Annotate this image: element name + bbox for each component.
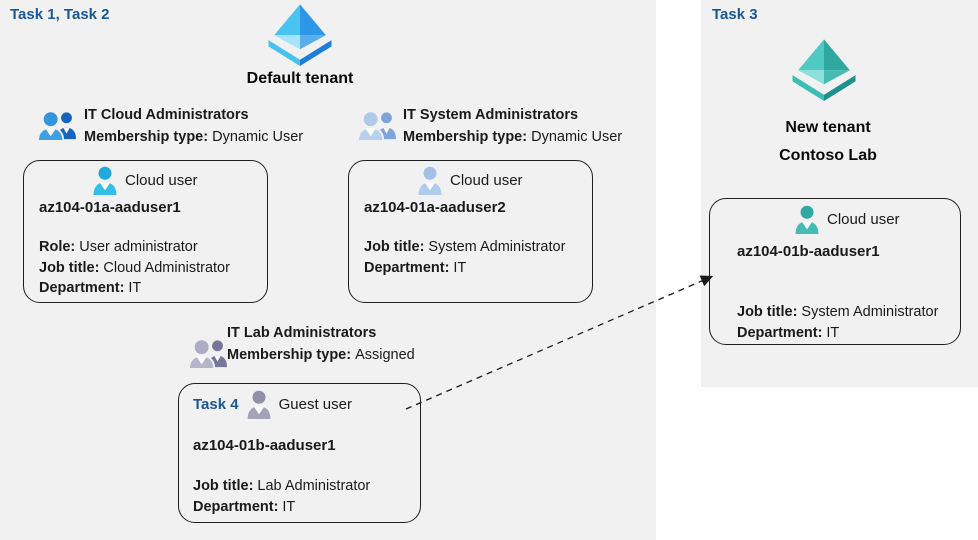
membership-value: Assigned	[355, 347, 415, 363]
field-value: Cloud Administrator	[103, 259, 230, 276]
new-tenant-icon	[792, 39, 856, 101]
group-title-it-lab-admins: IT Lab Administrators	[227, 325, 377, 341]
membership-label: Membership type:	[403, 129, 528, 145]
user-type-label: Cloud user	[125, 172, 198, 189]
cloud-user-icon	[418, 166, 442, 195]
field-value: IT	[826, 324, 840, 341]
user-card-aaduser2: Cloud user az104-01a-aaduser2 Job title:…	[348, 160, 593, 303]
task-4-label: Task 4	[193, 396, 239, 413]
people-group-icon	[38, 110, 76, 141]
field-label: Department:	[364, 259, 450, 276]
field-label: Job title:	[39, 259, 100, 276]
membership-label: Membership type:	[227, 347, 352, 363]
membership-line: Membership type:Dynamic User	[403, 129, 622, 145]
people-group-icon	[358, 110, 396, 141]
field-label: Role:	[39, 239, 76, 255]
field-value: Lab Administrator	[257, 478, 371, 494]
field-value: IT	[128, 280, 142, 296]
field-label: Job title:	[364, 239, 425, 255]
guest-user-icon	[247, 390, 271, 419]
user-name: az104-01b-aaduser1	[193, 437, 336, 454]
user-fields: Job title:System Administrator Departmen…	[737, 302, 938, 343]
user-type-label: Cloud user	[827, 211, 900, 228]
new-tenant-title-line1: New tenant	[785, 119, 871, 136]
user-card-guest-aaduser1: Task 4 Guest user az104-01b-aaduser1 Job…	[178, 383, 421, 523]
user-name: az104-01a-aaduser2	[364, 199, 506, 216]
people-group-icon	[189, 338, 227, 369]
user-type-label: Guest user	[278, 396, 352, 413]
field-label: Department:	[193, 498, 279, 515]
membership-line: Membership type:Assigned	[227, 347, 415, 363]
user-name: az104-01b-aaduser1	[737, 243, 880, 260]
membership-label: Membership type:	[84, 129, 209, 145]
cloud-user-icon	[795, 205, 819, 234]
membership-value: Dynamic User	[212, 129, 304, 145]
new-tenant-panel: Task 3 New tenant Contoso Lab Cloud user…	[701, 0, 978, 387]
field-label: Department:	[39, 280, 125, 296]
field-value: IT	[282, 498, 296, 515]
user-card-aaduser1: Cloud user az104-01a-aaduser1 Role:User …	[23, 160, 268, 303]
field-value: System Administrator	[801, 304, 939, 320]
default-tenant-panel: Task 1, Task 2 Default tenant IT Cloud A…	[0, 0, 656, 540]
membership-line: Membership type:Dynamic User	[84, 129, 303, 145]
default-tenant-title: Default tenant	[246, 70, 354, 87]
field-value: User administrator	[79, 239, 198, 255]
field-value: IT	[453, 259, 467, 276]
default-tenant-icon	[268, 4, 332, 66]
user-fields: Job title:Lab Administrator Department:I…	[193, 476, 370, 517]
user-fields: Role:User administrator Job title:Cloud …	[39, 237, 230, 299]
field-label: Job title:	[737, 304, 798, 320]
user-card-new-tenant-aaduser1: Cloud user az104-01b-aaduser1 Job title:…	[709, 198, 961, 345]
membership-value: Dynamic User	[531, 129, 623, 145]
field-value: System Administrator	[428, 239, 566, 255]
cloud-user-icon	[93, 166, 117, 195]
group-title-it-cloud-admins: IT Cloud Administrators	[84, 107, 249, 123]
field-label: Department:	[737, 324, 823, 341]
task-3-label: Task 3	[712, 6, 758, 23]
group-title-it-system-admins: IT System Administrators	[403, 107, 579, 123]
user-fields: Job title:System Administrator Departmen…	[364, 237, 565, 278]
new-tenant-title-line2: Contoso Lab	[779, 147, 877, 164]
user-type-label: Cloud user	[450, 172, 523, 189]
field-label: Job title:	[193, 478, 254, 494]
user-name: az104-01a-aaduser1	[39, 199, 181, 216]
task-1-2-label: Task 1, Task 2	[10, 6, 110, 23]
